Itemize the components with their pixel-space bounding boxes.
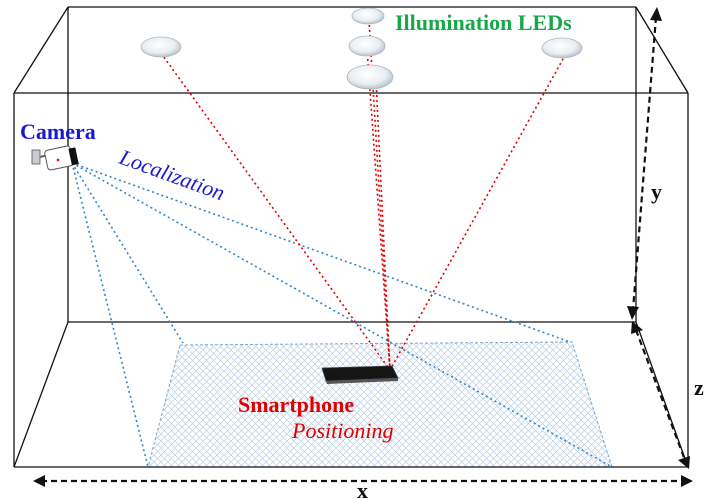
camera-label: Camera [20,119,96,144]
axis-x-label: x [357,478,368,501]
arrowhead [678,456,690,469]
axis-y-label: y [651,179,662,204]
positioning-label: Positioning [291,418,393,443]
led-disc [346,64,394,90]
room-box [13,6,689,468]
led-disc [140,36,182,58]
arrowhead [650,7,662,21]
illumination-leds [140,7,583,90]
camera-rays [71,162,613,468]
arrowhead [631,321,643,334]
arrowhead [627,306,639,320]
led-disc [541,37,583,59]
smartphone-icon [321,365,399,384]
leds-label: Illumination LEDs [395,10,572,35]
localization-label: Localization [115,144,228,205]
led-rays [157,19,569,371]
axis-z-label: z [694,375,704,400]
led-disc [351,7,385,25]
arrowhead [681,475,693,487]
floor-grid [147,341,613,468]
dimension-arrows [41,16,687,483]
led-disc [348,35,386,57]
arrowhead [33,475,45,487]
smartphone-label: Smartphone [238,392,354,417]
camera-icon [31,145,79,171]
